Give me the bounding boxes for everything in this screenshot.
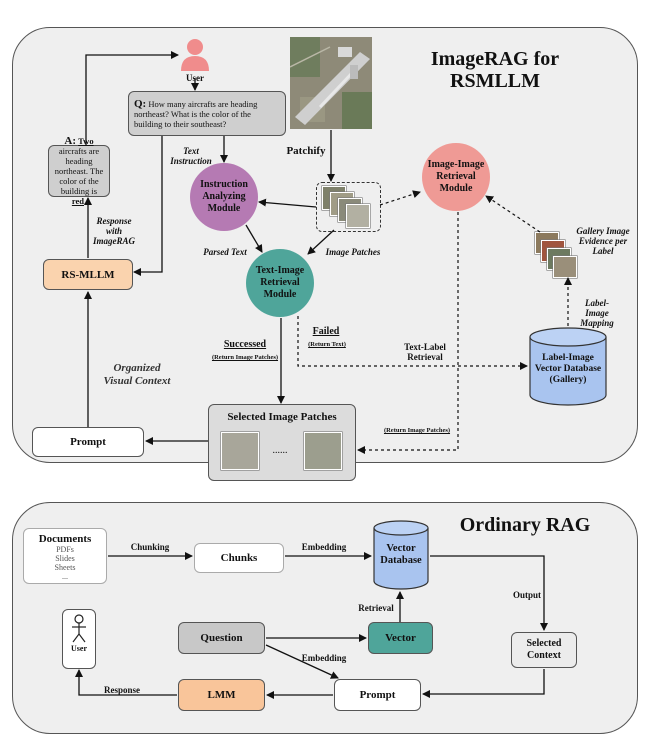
ordinary-rag-title: Ordinary RAG xyxy=(459,514,591,536)
doc-item-sheets: Sheets xyxy=(54,563,76,572)
prompt-box-bottom: Prompt xyxy=(334,679,421,711)
gallery-evidence-label: Gallery Image Evidence per Label xyxy=(576,226,630,256)
label-image-mapping-label: Label- Image Mapping xyxy=(580,298,614,328)
patchify-label: Patchify xyxy=(286,145,326,157)
return-image-patches-label-2: (Return Image Patches) xyxy=(383,427,451,434)
documents-title: Documents xyxy=(38,533,92,545)
vector-database xyxy=(373,520,429,590)
rs-mllm-box: RS-MLLM xyxy=(43,259,133,290)
vector-box: Vector xyxy=(368,622,433,654)
chunks-box: Chunks xyxy=(194,543,284,573)
return-image-patches-label: (Return Image Patches) xyxy=(211,354,279,361)
user-box-bottom: User xyxy=(62,609,96,669)
vector-database-label: Vector Database xyxy=(380,543,422,566)
retrieval-label: Retrieval xyxy=(358,603,394,613)
imagerag-title: ImageRAG for RSMLLM xyxy=(405,48,585,92)
doc-item-more: ... xyxy=(62,572,68,581)
parsed-text-label: Parsed Text xyxy=(203,247,247,257)
organized-visual-context-label: Organized Visual Context xyxy=(103,362,171,387)
lmm-box: LMM xyxy=(178,679,265,711)
instruction-analyzing-module: Instruction Analyzing Module xyxy=(190,163,258,231)
answer-text: aircrafts are heading northeast. The col… xyxy=(54,146,104,196)
documents-box: Documents PDFs Slides Sheets ... xyxy=(23,528,107,584)
doc-item-slides: Slides xyxy=(55,554,75,563)
user-stick-figure-icon xyxy=(72,614,86,643)
doc-item-pdfs: PDFs xyxy=(56,545,74,554)
selected-patches-ellipsis: ...... xyxy=(272,445,288,456)
embedding-top-label: Embedding xyxy=(301,542,347,552)
response-bottom-label: Response xyxy=(103,685,140,695)
label-image-vector-db-label: Label-Image Vector Database (Gallery) xyxy=(534,353,602,385)
selected-patch-2 xyxy=(304,432,342,470)
satellite-image xyxy=(290,37,372,129)
question-box-bottom: Question xyxy=(178,622,265,654)
image-patches-label: Image Patches xyxy=(325,247,381,257)
text-instruction-label: Text Instruction xyxy=(170,146,212,166)
response-label: Response with ImageRAG xyxy=(92,216,135,246)
embedding-bottom-label: Embedding xyxy=(301,653,347,663)
answer-color: red xyxy=(71,196,84,206)
selected-context-box: Selected Context xyxy=(511,632,577,668)
text-image-retrieval-module: Text-Image Retrieval Module xyxy=(246,249,314,317)
chunking-label: Chunking xyxy=(130,542,170,552)
image-image-retrieval-module: Image-Image Retrieval Module xyxy=(422,143,490,211)
imagerag-title-line2: RSMLLM xyxy=(450,70,540,92)
question-box: Q: How many aircrafts are heading northe… xyxy=(128,91,286,136)
question-text: How many aircrafts are heading northeast… xyxy=(134,98,258,129)
text-label-retrieval-label: Text-Label Retrieval xyxy=(404,342,446,362)
output-label: Output xyxy=(512,590,541,600)
user-label-bottom: User xyxy=(71,644,87,653)
successed-label: Successed xyxy=(223,339,267,350)
question-prefix: Q: xyxy=(134,97,147,110)
selected-image-patches-label: Selected Image Patches xyxy=(227,411,337,423)
imagerag-title-line1: ImageRAG for xyxy=(430,48,560,70)
answer-prefix: A: xyxy=(64,135,77,147)
selected-patch-1 xyxy=(221,432,259,470)
prompt-box-top: Prompt xyxy=(32,427,144,457)
image-patch-4 xyxy=(346,204,370,228)
return-text-label: (Return Text) xyxy=(308,341,346,348)
failed-label: Failed xyxy=(312,326,340,337)
patch-stack-frame xyxy=(316,182,381,232)
label-image-vector-db xyxy=(529,327,607,407)
user-avatar-icon xyxy=(180,38,210,72)
